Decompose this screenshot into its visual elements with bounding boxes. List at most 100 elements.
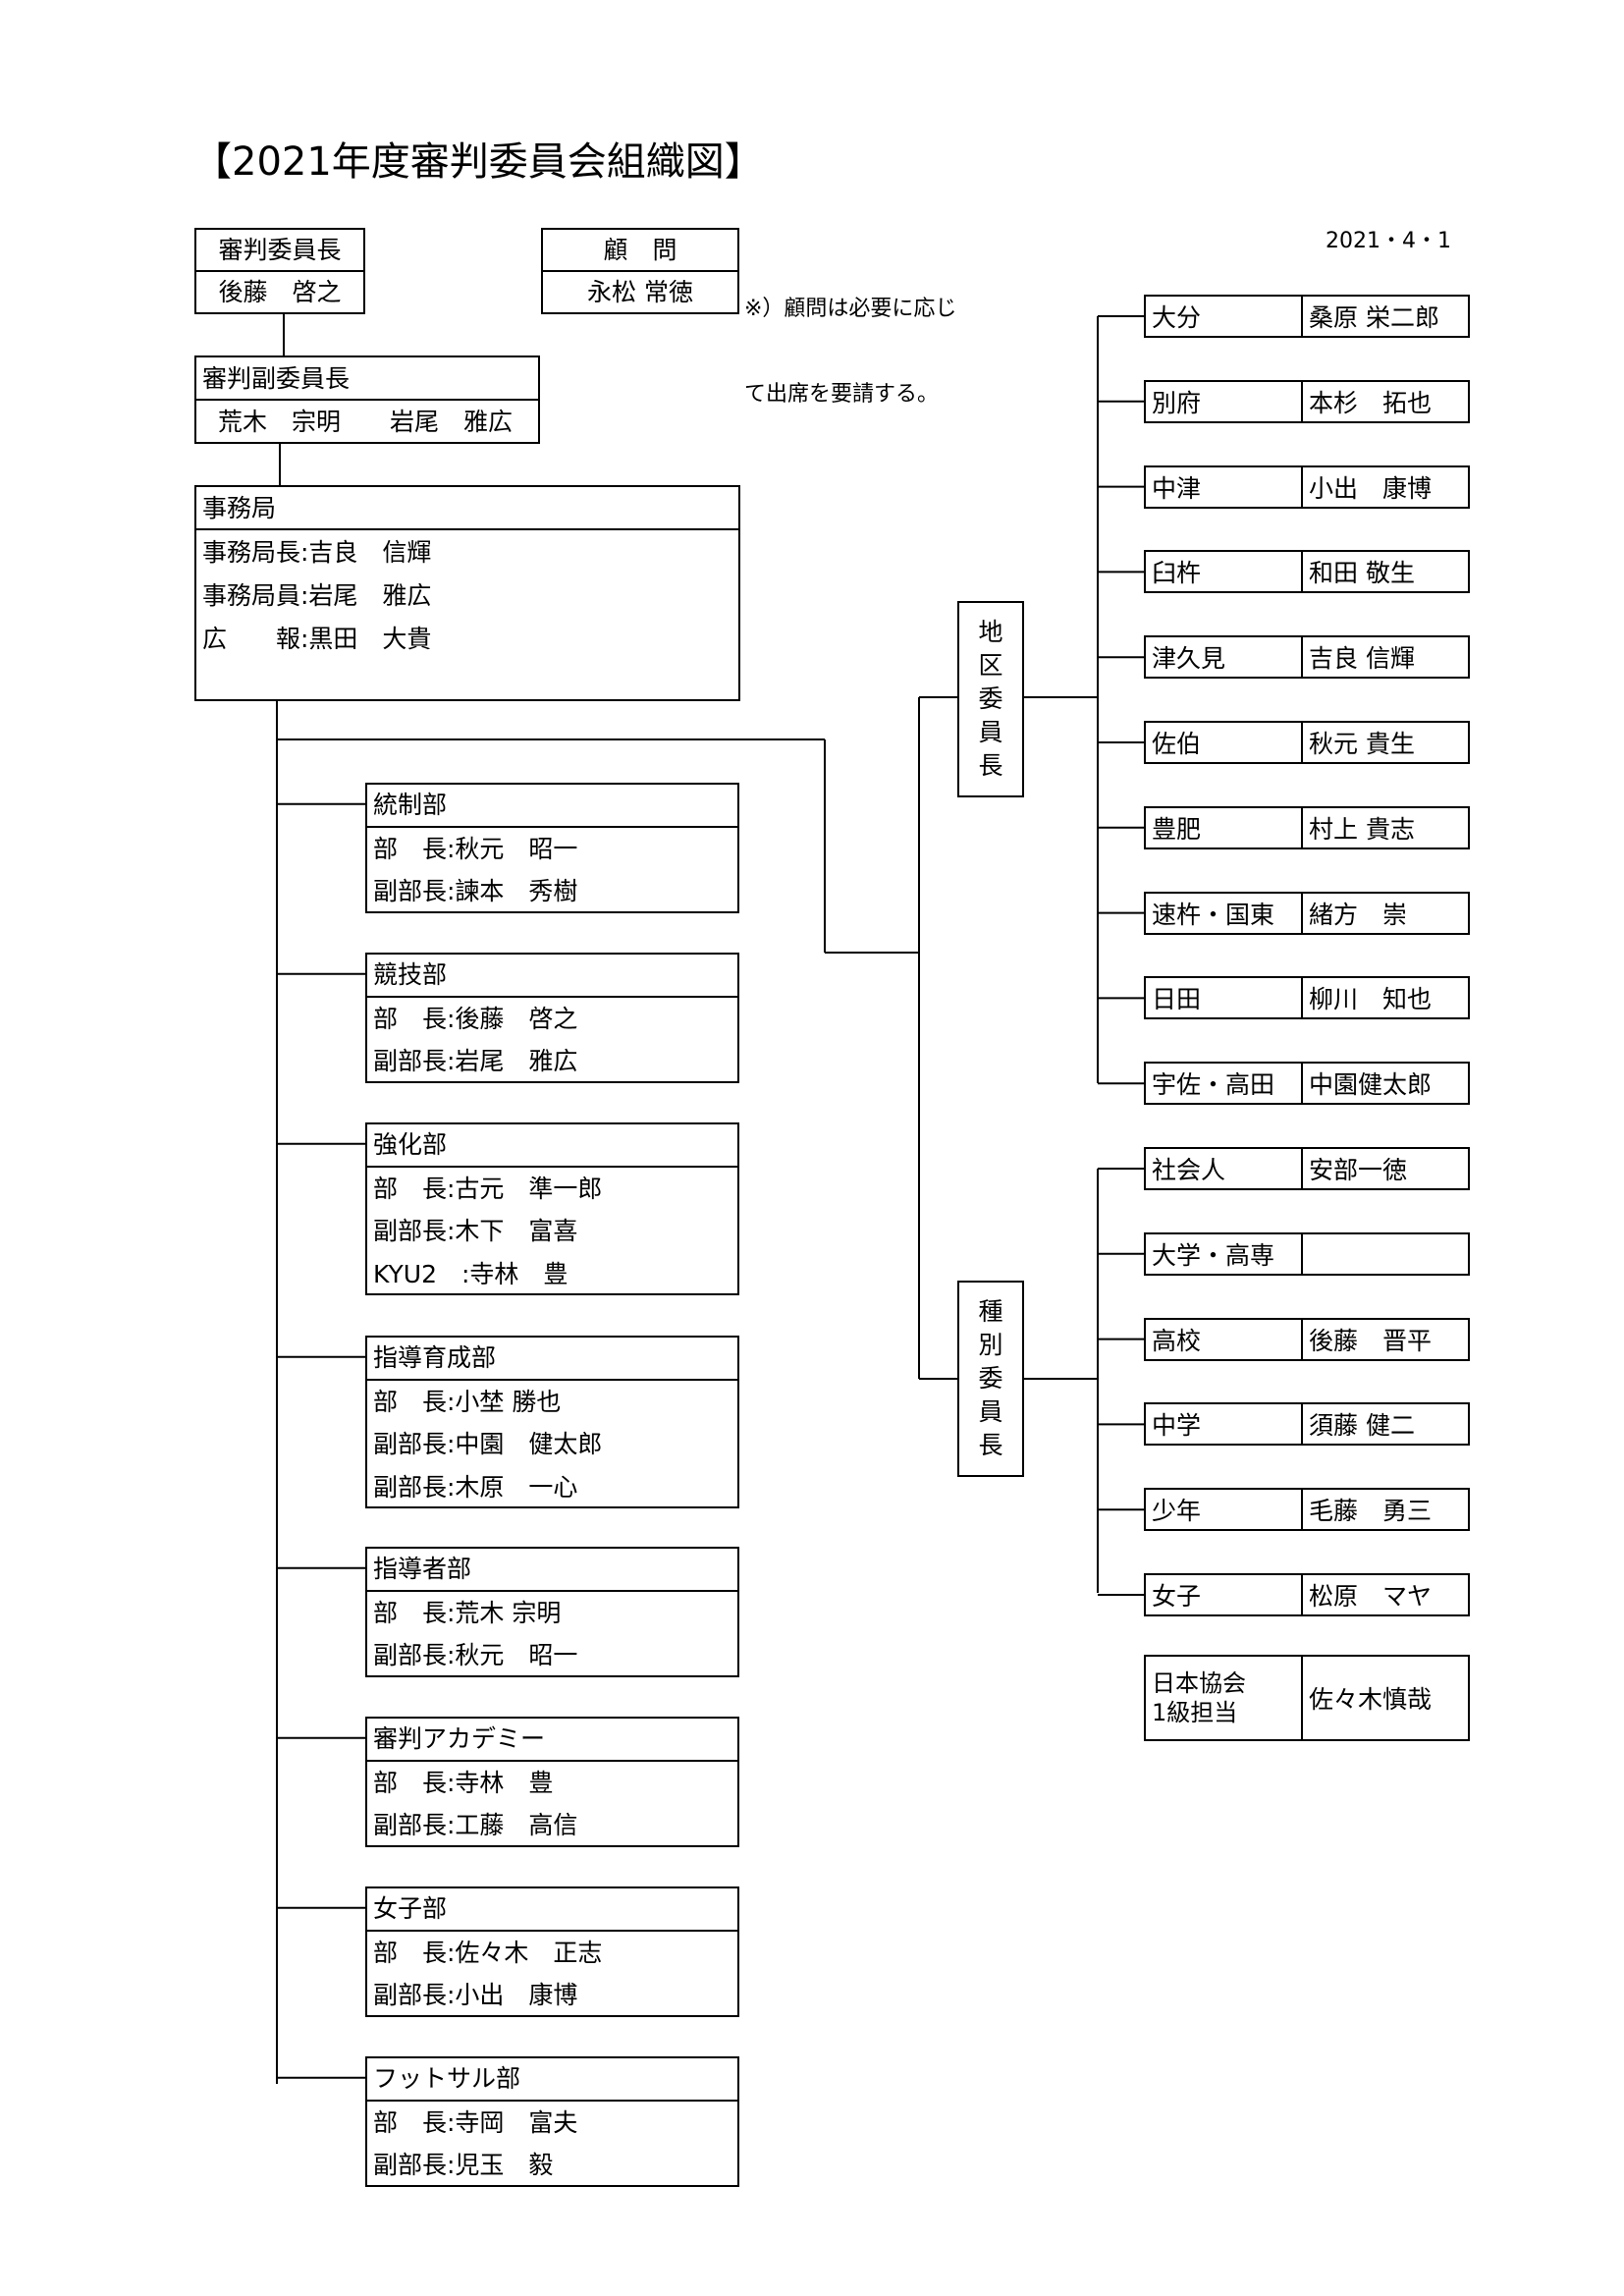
category-person: 松原 マヤ <box>1301 1575 1468 1614</box>
advisor-role: 顧 問 <box>543 230 737 272</box>
department-box: 女子部部 長:佐々木 正志副部長:小出 康博 <box>365 1886 739 2017</box>
department-line: 副部長:秋元 昭一 <box>373 1641 578 1670</box>
vice-chairman-role: 審判副委員長 <box>196 357 538 401</box>
district-box: 臼杵和田 敬生 <box>1144 550 1470 594</box>
department-box: 強化部部 長:古元 準一郎副部長:木下 富喜 KYU2 :寺林 豊 <box>365 1122 739 1295</box>
department-name: フットサル部 <box>367 2058 737 2102</box>
department-line: 部 長:古元 準一郎 <box>373 1174 603 1203</box>
department-line: 部 長:小埜 勝也 <box>373 1387 562 1416</box>
secretariat-line: 事務局員:岩尾 雅広 <box>202 580 432 610</box>
district-box: 別府 本杉 拓也 <box>1144 379 1470 423</box>
category-chair-char: 別 <box>978 1331 1003 1359</box>
district-area: 臼杵 <box>1152 559 1202 588</box>
vice-chairman-names: 荒木 宗明 岩尾 雅広 <box>218 407 514 436</box>
category-area: 少年 <box>1152 1497 1202 1526</box>
category-box: 少年 毛藤 勇三 <box>1144 1488 1470 1532</box>
chairman-role: 審判委員長 <box>196 230 363 272</box>
district-box: 津久見吉良 信輝 <box>1144 635 1470 680</box>
category-box: 中学 須藤 健二 <box>1144 1402 1470 1447</box>
department-line: 部 長:寺林 豊 <box>373 1768 554 1797</box>
category-person: 後藤 晋平 <box>1301 1319 1468 1359</box>
district-box: 宇佐・高田中園健太郎 <box>1144 1062 1470 1106</box>
district-area: 大分 <box>1152 303 1202 332</box>
district-box: 豊肥村上 貴志 <box>1144 805 1470 849</box>
jfa-name: 佐々木慎哉 <box>1301 1657 1468 1739</box>
district-area: 津久見 <box>1152 644 1226 674</box>
department-name: 競技部 <box>367 955 737 998</box>
district-box: 佐伯秋元 貴生 <box>1144 721 1470 764</box>
department-box: 競技部部 長:後藤 啓之副部長:岩尾 雅広 <box>365 953 739 1083</box>
advisor-name: 永松 常徳 <box>587 278 693 306</box>
jfa-box: 日本協会 1級担当 佐々木慎哉 <box>1144 1655 1470 1741</box>
chairman-name: 後藤 啓之 <box>218 278 342 306</box>
category-box: 高校 後藤 晋平 <box>1144 1317 1470 1361</box>
chairman-box: 審判委員長 後藤 啓之 <box>194 228 365 314</box>
district-box: 中津 小出 康博 <box>1144 465 1470 509</box>
department-name: 強化部 <box>367 1124 737 1168</box>
district-area: 別府 <box>1152 388 1202 417</box>
district-person: 桑原 栄二郎 <box>1301 297 1468 336</box>
category-person <box>1301 1233 1468 1274</box>
department-box: フットサル部部 長:寺岡 富夫副部長:児玉 毅 <box>365 2056 739 2187</box>
department-line: 部 長:秋元 昭一 <box>373 834 578 863</box>
district-chair-char: 員 <box>978 718 1003 746</box>
district-area: 宇佐・高田 <box>1152 1070 1275 1100</box>
category-area: 高校 <box>1152 1326 1202 1355</box>
advisor-note: ※）顧問は必要に応じ て出席を要請する。 <box>744 238 956 437</box>
department-box: 審判アカデミー部 長:寺林 豊副部長:工藤 高信 <box>365 1717 739 1847</box>
department-line: 副部長:岩尾 雅広 <box>373 1047 578 1076</box>
date-label: 2021・4・1 <box>1326 229 1451 253</box>
district-person: 本杉 拓也 <box>1301 381 1468 421</box>
category-box: 女子 松原 マヤ <box>1144 1573 1470 1616</box>
advisor-box: 顧 問 永松 常徳 <box>541 228 739 314</box>
department-line: 部 長:荒木 宗明 <box>373 1598 562 1627</box>
category-area: 女子 <box>1152 1582 1202 1611</box>
category-area: 中学 <box>1152 1411 1202 1441</box>
department-line: 副部長:児玉 毅 <box>373 2151 554 2180</box>
department-name: 統制部 <box>367 785 737 828</box>
district-area: 日田 <box>1152 985 1202 1014</box>
department-line: 副部長:木原 一心 <box>373 1472 578 1502</box>
jfa-label-line2: 1級担当 <box>1152 1699 1238 1726</box>
district-chair-char: 委 <box>978 684 1003 713</box>
district-area: 中津 <box>1152 473 1202 503</box>
department-line: 副部長:小出 康博 <box>373 1981 578 2010</box>
district-person: 小出 康博 <box>1301 466 1468 507</box>
department-box: 指導者部部 長:荒木 宗明副部長:秋元 昭一 <box>365 1547 739 1677</box>
district-chair-char: 区 <box>978 651 1003 680</box>
advisor-note-line1: ※）顧問は必要に応じ <box>744 297 957 321</box>
department-line: 副部長:木下 富喜 <box>373 1217 578 1246</box>
secretariat-line: 広 報:黒田 大貴 <box>202 624 432 653</box>
chart-title: 【2021年度審判委員会組織図】 <box>192 139 764 185</box>
category-box: 社会人 安部一徳 <box>1144 1147 1470 1190</box>
jfa-label: 日本協会 1級担当 <box>1146 1657 1301 1739</box>
category-area: 大学・高専 <box>1152 1240 1275 1270</box>
vice-chairman-box: 審判副委員長 荒木 宗明 岩尾 雅広 <box>194 355 540 444</box>
district-person: 柳川 知也 <box>1301 978 1468 1018</box>
department-line: 副部長:諫本 秀樹 <box>373 877 578 906</box>
department-name: 女子部 <box>367 1888 737 1932</box>
district-person: 中園健太郎 <box>1301 1064 1468 1104</box>
category-person: 安部一徳 <box>1301 1149 1468 1188</box>
department-line: 副部長:中園 健太郎 <box>373 1430 603 1459</box>
district-box: 大分 桑原 栄二郎 <box>1144 295 1470 338</box>
department-box: 統制部部 長:秋元 昭一副部長:諫本 秀樹 <box>365 783 739 913</box>
jfa-label-line1: 日本協会 <box>1152 1669 1246 1697</box>
secretariat-title: 事務局 <box>196 487 738 530</box>
category-person: 毛藤 勇三 <box>1301 1490 1468 1530</box>
department-line: KYU2 :寺林 豊 <box>373 1259 568 1288</box>
category-chair-box: 種 別 委 員 長 <box>957 1281 1024 1477</box>
district-area: 佐伯 <box>1152 730 1202 758</box>
district-chair-box: 地 区 委 員 長 <box>957 601 1024 797</box>
department-name: 指導育成部 <box>367 1338 737 1381</box>
category-area: 社会人 <box>1152 1156 1226 1184</box>
district-person: 緒方 崇 <box>1301 893 1468 933</box>
advisor-note-line2: て出席を要請する。 <box>744 382 940 407</box>
district-chair-char: 地 <box>978 618 1003 646</box>
department-line: 部 長:佐々木 正志 <box>373 1938 603 1967</box>
district-area: 速杵・国東 <box>1152 900 1275 929</box>
department-line: 部 長:寺岡 富夫 <box>373 2107 578 2137</box>
category-person: 須藤 健二 <box>1301 1404 1468 1445</box>
district-chair-char: 長 <box>978 751 1003 780</box>
department-name: 審判アカデミー <box>367 1719 737 1762</box>
